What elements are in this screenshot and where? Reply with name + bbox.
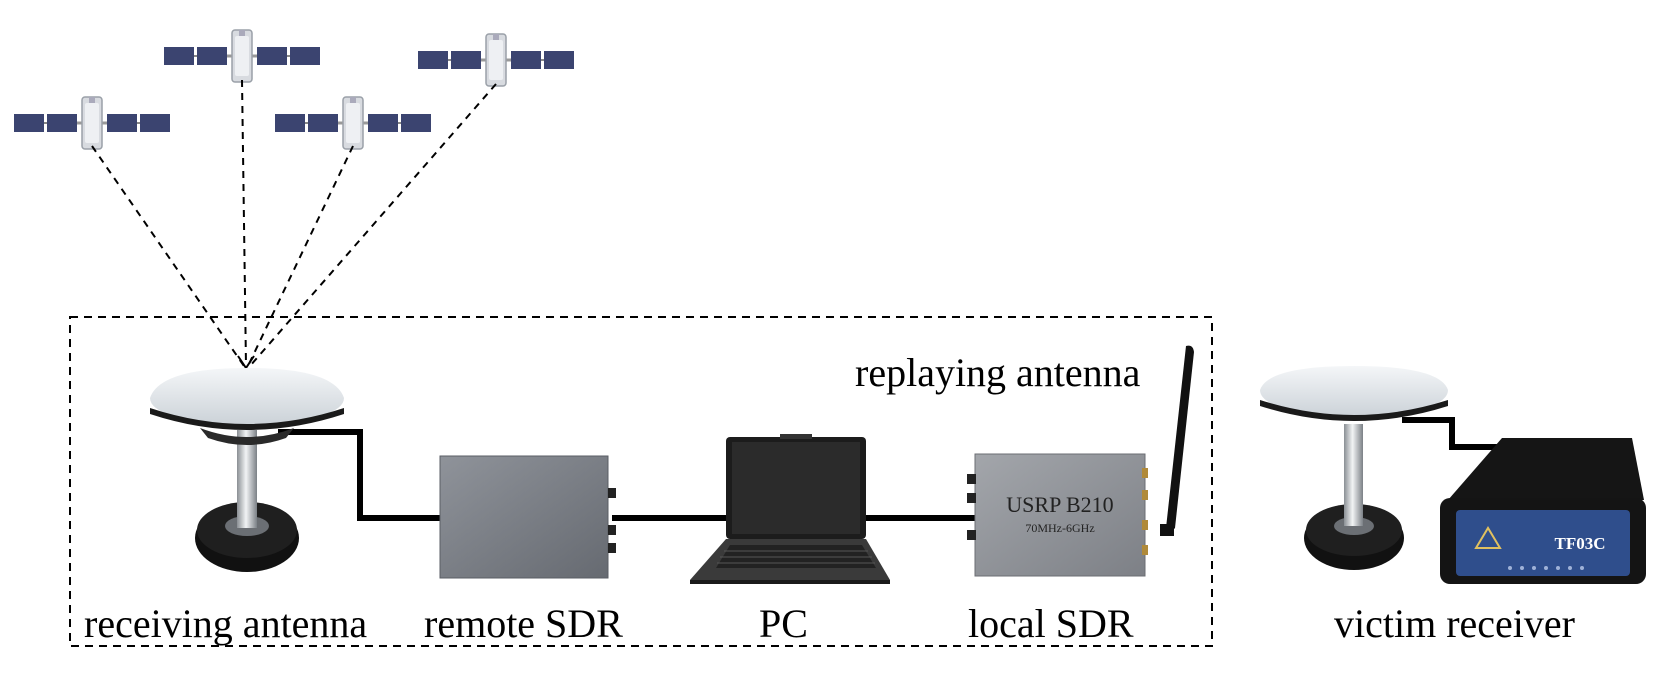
replaying-antenna-icon: [1160, 345, 1194, 536]
remote-sdr-label: remote SDR: [424, 601, 623, 646]
usrp-model-text: USRP B210: [1006, 492, 1113, 517]
laptop-icon: [690, 434, 890, 584]
victim-receiver-label: victim receiver: [1334, 601, 1575, 646]
cables: [278, 417, 1502, 521]
satellite-icon: [273, 95, 433, 151]
receiving-antenna-icon: [150, 368, 344, 572]
remote-sdr-icon: [439, 455, 616, 579]
victim-model-text: TF03C: [1555, 534, 1606, 553]
pc-label: PC: [759, 601, 808, 646]
replay-system-boundary: [69, 316, 1213, 647]
local-sdr-icon: USRP B210 70MHz-6GHz: [967, 453, 1148, 577]
victim-antenna-icon: [1260, 366, 1448, 570]
signal-arrowhead: [237, 355, 255, 370]
satellite-icon: [416, 32, 576, 88]
signal-lines: [91, 79, 497, 367]
satellite-icon: [162, 28, 322, 84]
usrp-range-text: 70MHz-6GHz: [1025, 521, 1094, 535]
receiving-antenna-label: receiving antenna: [84, 601, 368, 646]
victim-receiver-icon: TF03C: [1440, 438, 1646, 584]
satellite-icon: [12, 95, 172, 151]
replaying-antenna-label: replaying antenna: [855, 350, 1141, 395]
local-sdr-label: local SDR: [968, 601, 1134, 646]
